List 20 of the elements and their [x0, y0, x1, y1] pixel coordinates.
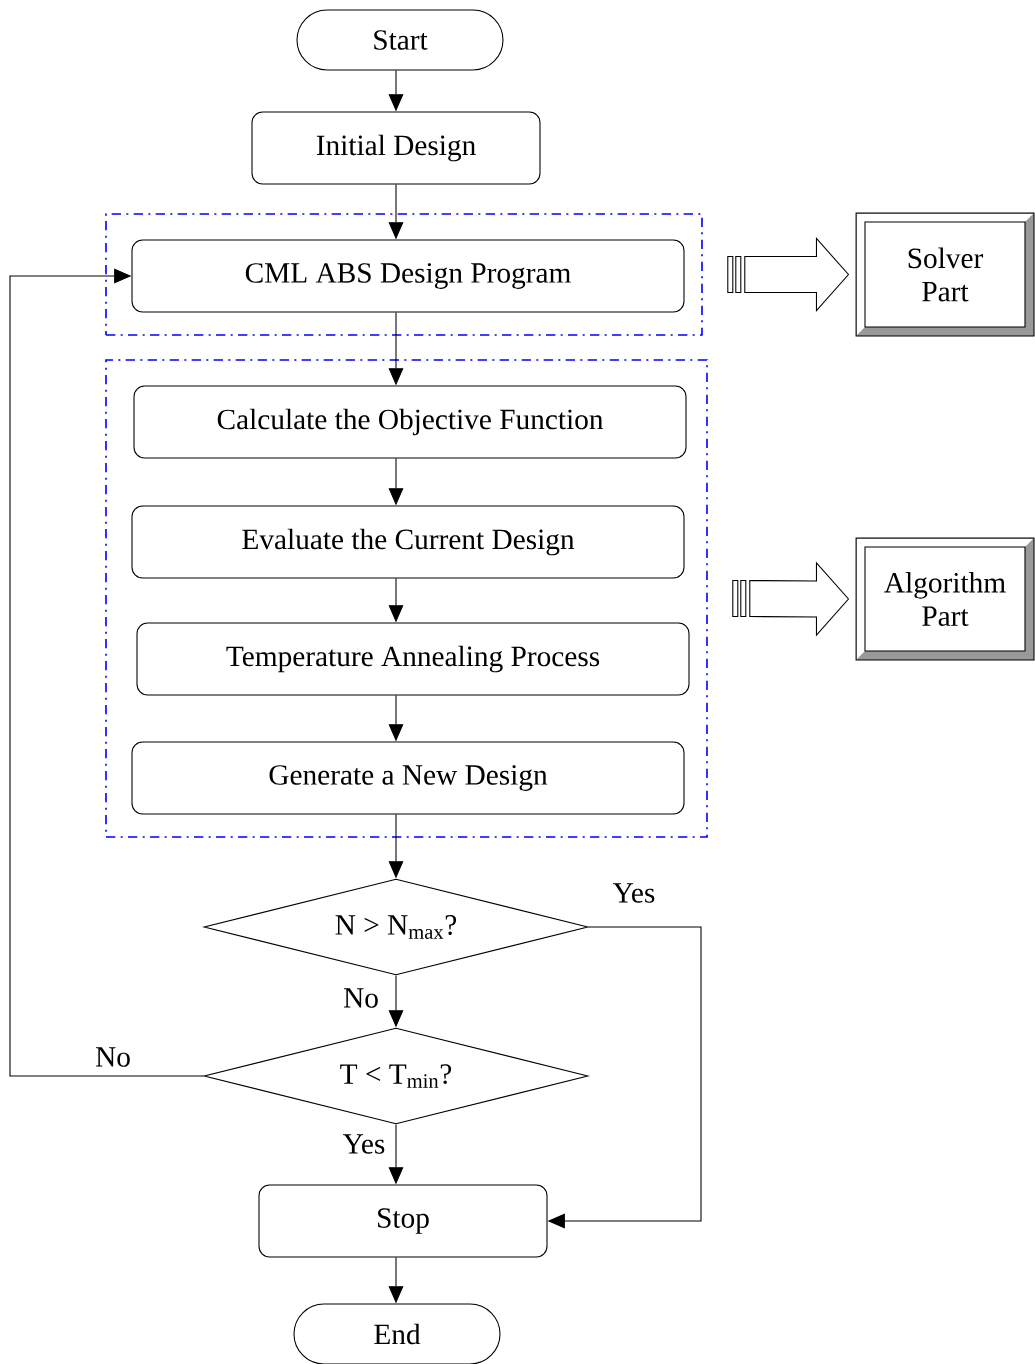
block-arrow	[732, 561, 850, 637]
arrow	[9, 268, 204, 1077]
process-box: Generate a New Design	[131, 741, 685, 815]
block-arrow	[727, 237, 850, 312]
process-box: Initial Design	[251, 111, 541, 185]
terminal-box: End	[293, 1303, 501, 1364]
part-box: Algorithm Part	[855, 537, 1035, 661]
part-box: Solver Part	[855, 212, 1035, 337]
edge-label: Yes	[611, 881, 657, 905]
process-box: Evaluate the Current Design	[131, 505, 685, 579]
edge-label: Yes	[341, 1132, 387, 1156]
process-box: Calculate the Objective Function	[133, 385, 687, 459]
process-box: CML ABS Design Program	[131, 239, 685, 313]
edge-label: No	[93, 1045, 133, 1069]
edge-label: No	[341, 986, 381, 1010]
process-box: Stop	[258, 1184, 548, 1258]
dash-dot-frame	[105, 359, 708, 838]
dash-dot-frame	[105, 213, 703, 336]
terminal-box: Start	[296, 9, 504, 71]
process-box: Temperature Annealing Process	[136, 622, 690, 696]
